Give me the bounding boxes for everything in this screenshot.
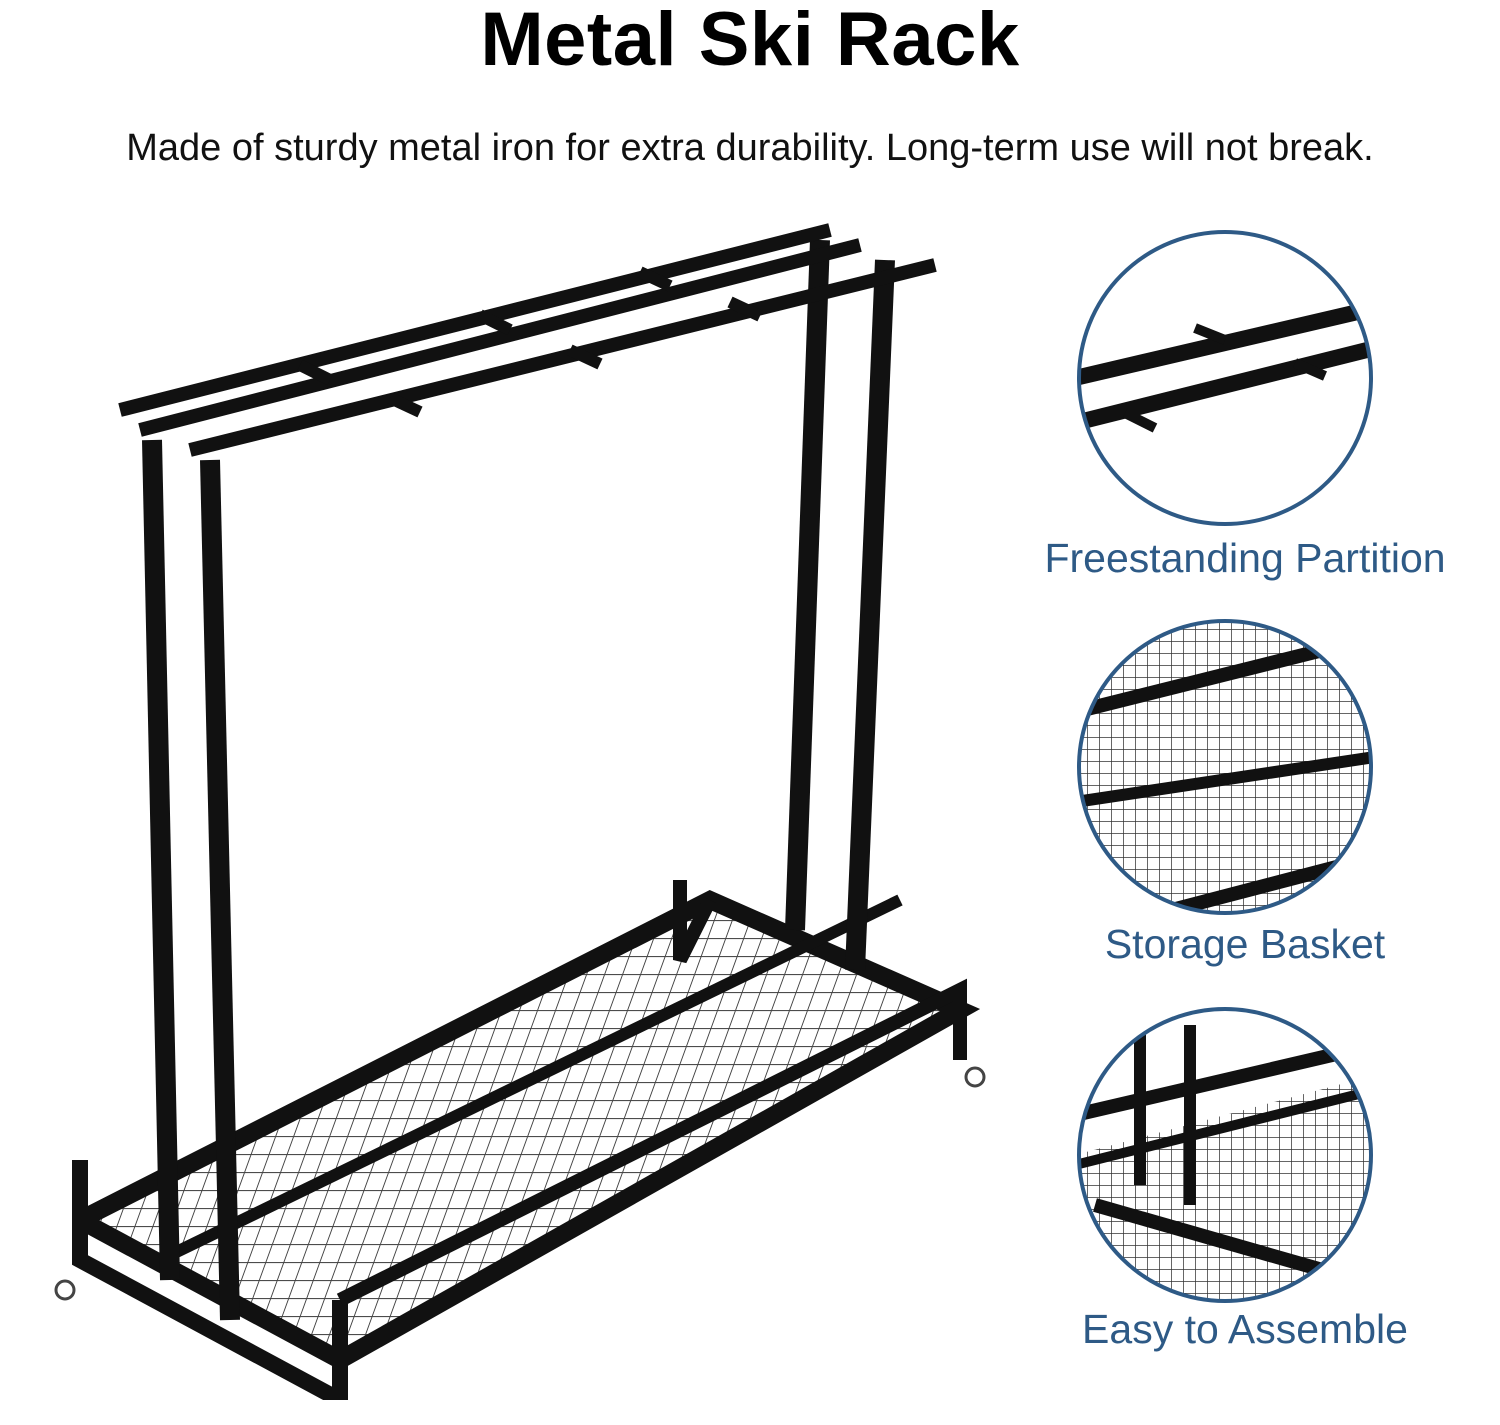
ski-rack-drawing (54, 223, 986, 1425)
caption-freestanding-partition: Freestanding Partition (1044, 535, 1446, 581)
page-subtitle: Made of sturdy metal iron for extra dura… (126, 127, 1374, 169)
caption-storage-basket: Storage Basket (1104, 921, 1386, 967)
detail-easy-assemble (1075, 1005, 1375, 1305)
mesh-basket-closeup-icon (1077, 619, 1373, 915)
top-rail-closeup-icon (1077, 230, 1373, 526)
detail-top-rail (1075, 228, 1375, 528)
caption-easy-to-assemble: Easy to Assemble (1082, 1306, 1408, 1352)
page-title: Metal Ski Rack (480, 0, 1020, 82)
base-frame-closeup-icon (1077, 1007, 1373, 1303)
detail-storage-basket (1075, 617, 1375, 917)
ski-rack-illustration (40, 200, 1020, 1425)
